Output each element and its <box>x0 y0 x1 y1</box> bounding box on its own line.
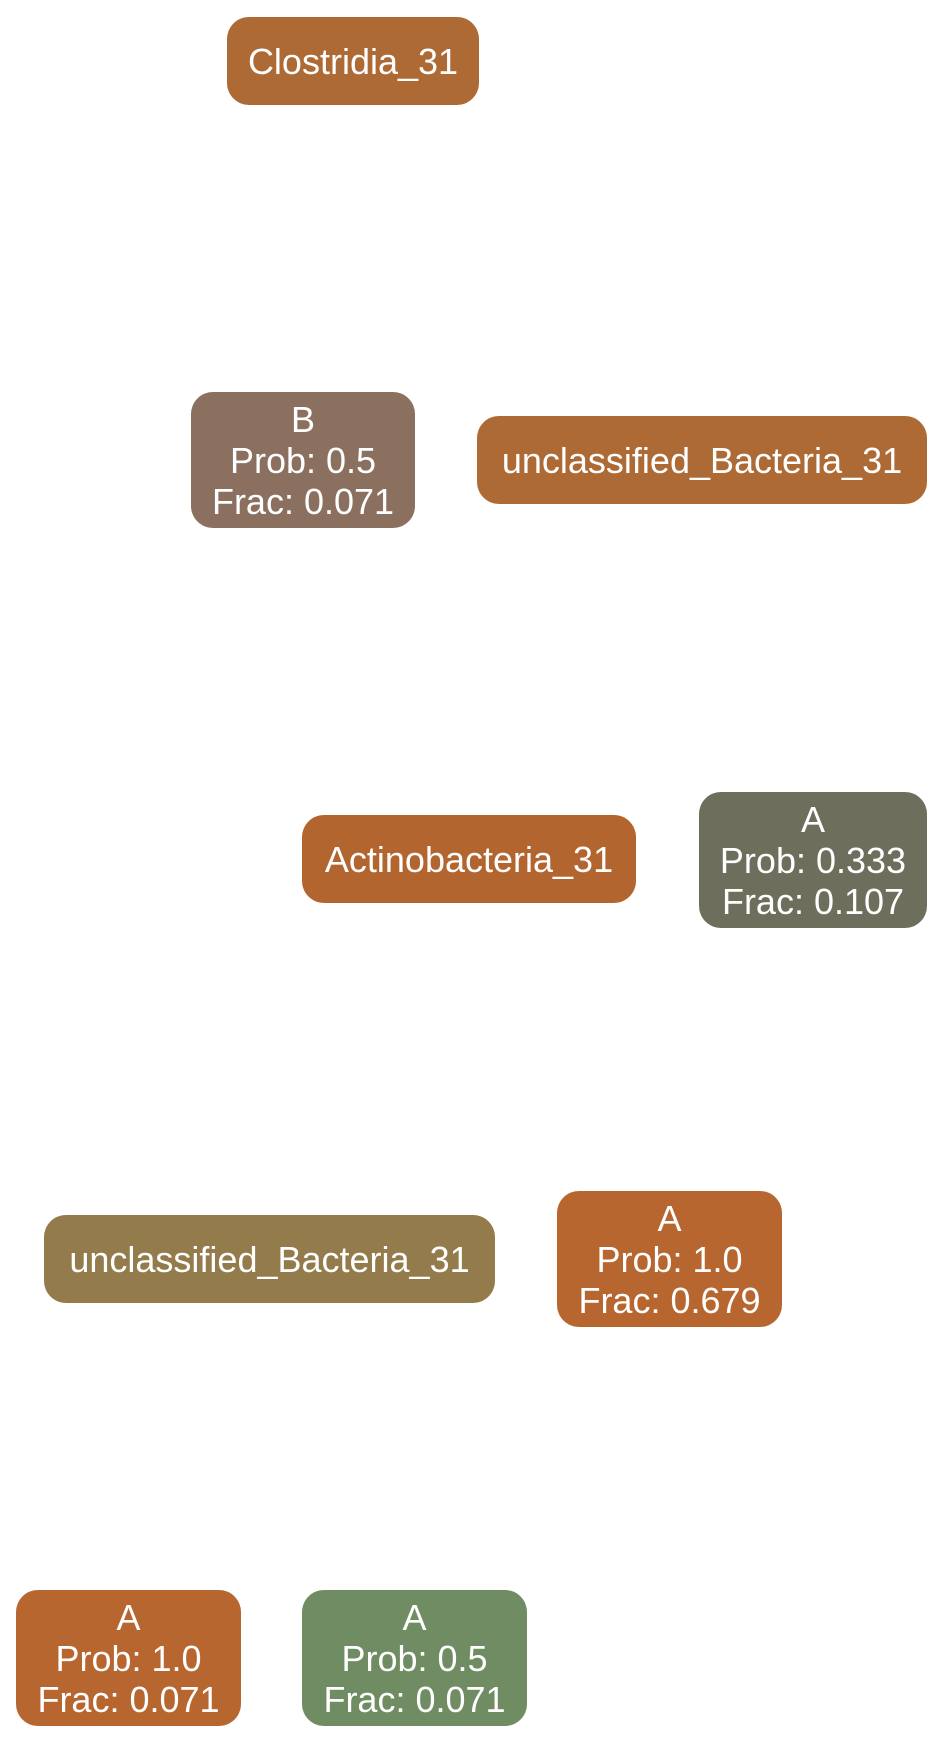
node-prob: Prob: 1.0 <box>596 1238 743 1280</box>
node-prob: Prob: 1.0 <box>55 1637 202 1679</box>
node-frac: Frac: 0.071 <box>323 1678 506 1720</box>
node-frac: Frac: 0.679 <box>578 1279 761 1321</box>
node-name: A <box>116 1596 141 1638</box>
node-prob: Prob: 0.5 <box>229 439 377 481</box>
node-frac: Frac: 0.071 <box>37 1678 220 1720</box>
node-frac: Frac: 0.071 <box>211 480 395 522</box>
node-name: A <box>800 798 825 840</box>
node-a-prob-05-frac-0071: A Prob: 0.5 Frac: 0.071 <box>302 1590 527 1726</box>
node-name: B <box>290 398 315 440</box>
node-label: unclassified_Bacteria_31 <box>69 1238 470 1280</box>
node-a-prob-0333: A Prob: 0.333 Frac: 0.107 <box>699 792 927 928</box>
node-unclassified-bacteria-middle: unclassified_Bacteria_31 <box>44 1215 495 1303</box>
node-label: Actinobacteria_31 <box>324 838 614 880</box>
node-name: A <box>657 1197 682 1239</box>
node-name: A <box>402 1596 427 1638</box>
node-prob: Prob: 0.5 <box>341 1637 488 1679</box>
node-clostridia: Clostridia_31 <box>227 17 479 105</box>
node-a-prob-10-frac-0679: A Prob: 1.0 Frac: 0.679 <box>557 1191 782 1327</box>
node-a-prob-10-frac-0071: A Prob: 1.0 Frac: 0.071 <box>16 1590 241 1726</box>
node-label: unclassified_Bacteria_31 <box>501 439 903 481</box>
node-frac: Frac: 0.107 <box>721 880 905 922</box>
node-unclassified-bacteria-top: unclassified_Bacteria_31 <box>477 416 927 504</box>
node-actinobacteria: Actinobacteria_31 <box>302 815 636 903</box>
node-label: Clostridia_31 <box>247 40 459 82</box>
node-prob: Prob: 0.333 <box>719 839 907 881</box>
node-b: B Prob: 0.5 Frac: 0.071 <box>191 392 415 528</box>
